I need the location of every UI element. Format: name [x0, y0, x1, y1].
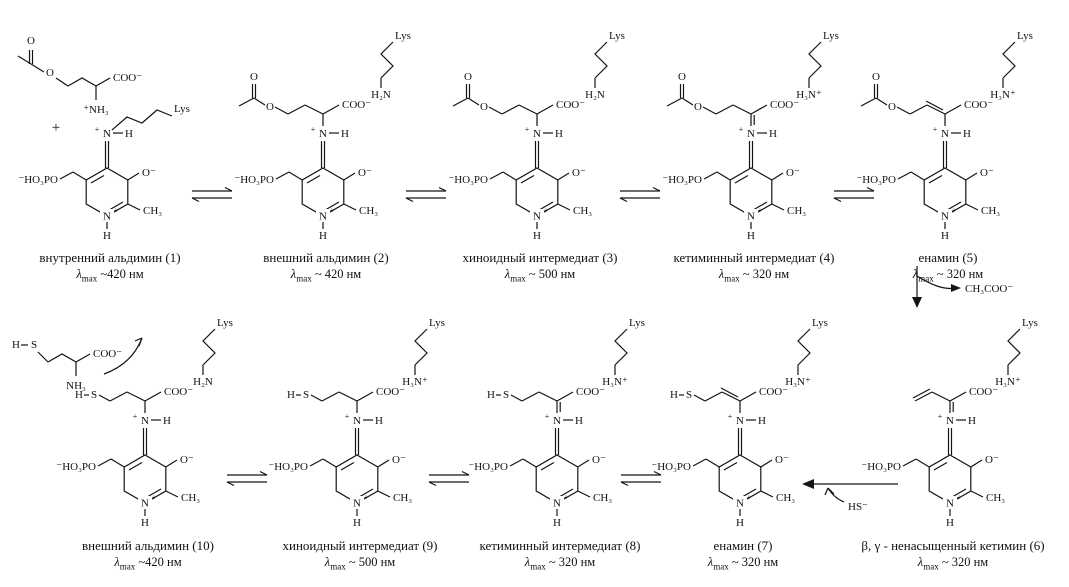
arrow-5-to-6: CH₃COO⁻: [912, 266, 1013, 308]
lambda-max: λmax ~420 нм: [76, 267, 144, 284]
plus-sign: +: [52, 120, 60, 136]
lambda-max: λmax ~ 320 нм: [707, 555, 779, 572]
caption-structure-1: внутренний альдимин (1) λmax ~420 нм: [0, 250, 225, 287]
structure-5-enamine: H₃N⁺: [840, 18, 1055, 248]
caption-structure-8: кетиминный интермедиат (8) λmax ~ 320 нм: [445, 538, 675, 575]
caption-structure-5: енамин (5) λmax ~ 320 нм: [833, 250, 1063, 287]
enamine-double-bond: [925, 100, 944, 111]
lysine-amine-label: H₃N⁺: [402, 376, 428, 388]
lambda-max: λmax ~ 320 нм: [524, 555, 596, 572]
lysine-amine-label: H₃N⁺: [990, 89, 1016, 101]
thiol-hydrogen-label: H: [12, 339, 20, 351]
lambda-max: λmax ~ 320 нм: [912, 267, 984, 284]
lambda-max: λmax ~ 320 нм: [917, 555, 989, 572]
structure-9-drawing: H₃N⁺: [267, 316, 446, 530]
structure-name: внешний альдимин (2): [263, 250, 389, 265]
structure-7-enamine: H₃N⁺: [635, 305, 850, 535]
lysine-amine-label: H₃N⁺: [785, 376, 811, 388]
structure-3-quinonoid: H₂N: [432, 18, 647, 248]
lambda-max: λmax ~ 500 нм: [504, 267, 576, 284]
equilibrium-arrow-9-8: [428, 470, 470, 487]
equilibrium-arrow-1-2: [191, 186, 233, 203]
hs-label: HS⁻: [848, 501, 868, 513]
lysine-amine-label: H₂N: [193, 376, 213, 388]
lysine-amine-label: H₃N⁺: [602, 376, 628, 388]
lysine-label: Lys: [174, 103, 190, 115]
ammonium-label: ⁺NH₃: [83, 104, 109, 116]
structure-name: енамин (5): [918, 250, 978, 265]
structure-10-external-aldimine: H₂N: [40, 305, 255, 535]
lysine-amine-label: H₃N⁺: [796, 89, 822, 101]
caption-structure-3: хиноидный интермедиат (3) λmax ~ 500 нм: [425, 250, 655, 287]
lambda-max: λmax ~ 500 нм: [324, 555, 396, 572]
structure-9-quinonoid: H₃N⁺: [252, 305, 467, 535]
structure-6-drawing: H₃N⁺: [860, 316, 1039, 530]
structure-5-drawing: H₃N⁺: [855, 29, 1034, 243]
structure-4-ketimine: H₃N⁺: [646, 18, 861, 248]
caption-structure-10: внешний альдимин (10) λmax ~420 нм: [33, 538, 263, 575]
structure-name: хиноидный интермедиат (9): [282, 538, 438, 553]
lambda-max: λmax ~ 420 нм: [290, 267, 362, 284]
structure-name: кетиминный интермедиат (4): [673, 250, 835, 265]
structure-4-drawing: H₃N⁺: [661, 29, 840, 243]
carbonyl-oxygen-label: O: [27, 35, 35, 47]
carboxylate-label: COO⁻: [93, 348, 122, 360]
arrow-6-to-7: HS⁻: [802, 479, 898, 513]
lysine-amine-label: H₃N⁺: [995, 376, 1021, 388]
lambda-max: λmax ~420 нм: [114, 555, 182, 572]
structure-8-drawing: H₃N⁺: [467, 316, 646, 530]
caption-structure-7: енамин (7) λmax ~ 320 нм: [628, 538, 858, 575]
structure-6-unsaturated-ketimine: H₃N⁺: [845, 305, 1060, 535]
structure-name: енамин (7): [713, 538, 773, 553]
caption-structure-6: β, γ - ненасыщенный кетимин (6) λmax ~ 3…: [838, 538, 1068, 575]
structure-2-drawing: H₂N: [233, 29, 412, 243]
structure-1-drawing: Lys: [17, 103, 190, 243]
caption-structure-4: кетиминный интермедиат (4) λmax ~ 320 нм: [639, 250, 869, 287]
structure-name: внутренний альдимин (1): [39, 250, 181, 265]
lambda-max: λmax ~ 320 нм: [718, 267, 790, 284]
caption-structure-2: внешний альдимин (2) λmax ~ 420 нм: [211, 250, 441, 287]
equilibrium-arrow-4-5: [833, 186, 875, 203]
sulfur-label: S: [31, 339, 37, 351]
structure-name: внешний альдимин (10): [82, 538, 214, 553]
structure-7-drawing: H₃N⁺: [650, 316, 829, 530]
structure-name: β, γ - ненасыщенный кетимин (6): [861, 538, 1045, 553]
equilibrium-arrow-2-3: [405, 186, 447, 203]
arrowhead: [912, 297, 922, 308]
enamine-double-bond: [720, 387, 739, 398]
structure-8-ketimine: H₃N⁺: [452, 305, 667, 535]
arrowhead: [951, 284, 961, 292]
lysine-amine-label: H₂N: [371, 89, 391, 101]
structure-1-internal-aldimine: Lys: [2, 18, 217, 248]
ester-oxygen-label: O: [46, 67, 54, 79]
equilibrium-arrow-3-4: [619, 186, 661, 203]
equilibrium-arrow-10-9: [226, 470, 268, 487]
arrowhead: [802, 479, 814, 489]
carboxylate-label: COO⁻: [113, 72, 142, 84]
acetate-leaving-label: CH₃COO⁻: [965, 283, 1013, 295]
structure-3-drawing: H₂N: [447, 29, 626, 243]
structure-10-drawing: H₂N: [55, 316, 234, 530]
lysine-amine-label: H₂N: [585, 89, 605, 101]
structure-name: хиноидный интермедиат (3): [462, 250, 618, 265]
vinyl-group: [912, 388, 933, 402]
equilibrium-arrow-8-7: [620, 470, 662, 487]
structure-2-external-aldimine: H₂N: [218, 18, 433, 248]
free-substrate-acetylhomoserine: O O COO⁻ ⁺NH₃ +: [17, 35, 142, 136]
attached-lysine-chain: Lys: [111, 103, 190, 131]
structure-name: кетиминный интермедиат (8): [479, 538, 641, 553]
free-substrate-homocysteine: H S COO⁻ NH₃: [12, 337, 143, 392]
caption-structure-9: хиноидный интермедиат (9) λmax ~ 500 нм: [245, 538, 475, 575]
